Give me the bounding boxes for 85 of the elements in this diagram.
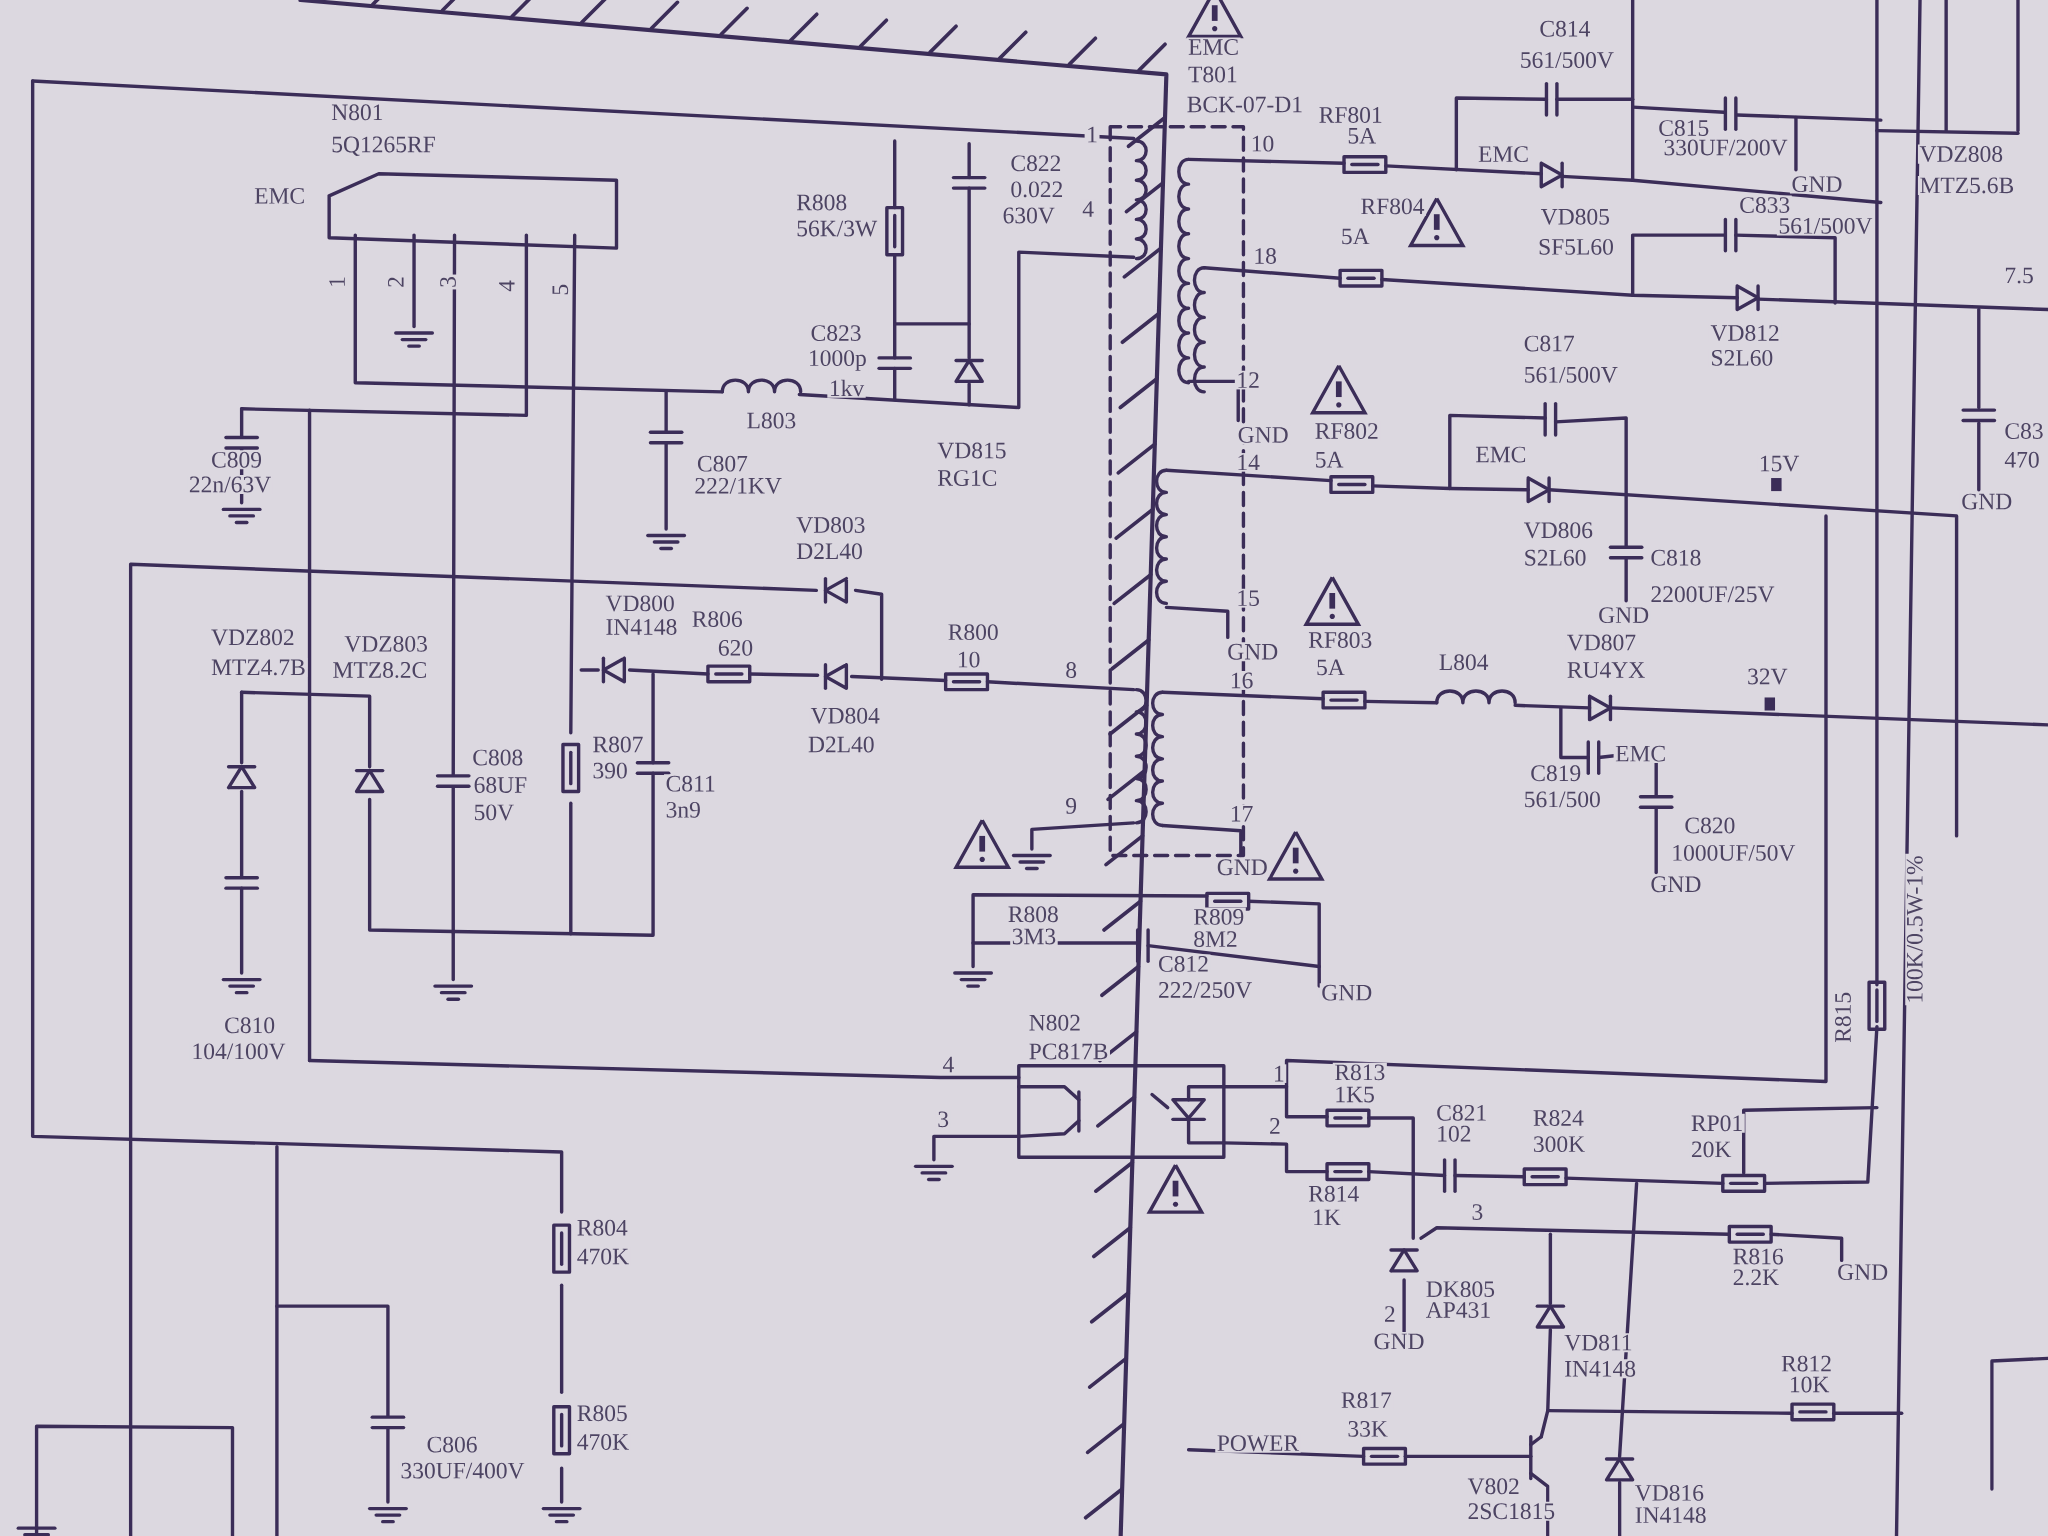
component-label: EMC — [1613, 744, 1668, 764]
component-label: 68UF — [472, 775, 529, 795]
net-label: 15V — [1757, 454, 1801, 474]
component-label: 1K5 — [1332, 1085, 1377, 1104]
component-label: S2L60 — [1522, 548, 1588, 568]
component-label: 100K/0.5W-1% — [1905, 853, 1925, 1006]
component-label: VD815 — [935, 441, 1009, 461]
component-label: VD811 — [1562, 1333, 1635, 1353]
component-label: DK805 — [1424, 1279, 1497, 1299]
pin-number: 10 — [1249, 134, 1276, 154]
component-label: 33K — [1345, 1419, 1390, 1439]
component-label: C807 — [695, 454, 750, 474]
component-label: 102 — [1434, 1124, 1474, 1144]
component-label: 222/250V — [1156, 980, 1254, 1000]
pin-number: 17 — [1228, 804, 1255, 824]
component-label: C818 — [1648, 548, 1703, 568]
component-label: N802 — [1027, 1013, 1083, 1033]
pin-number: 16 — [1228, 671, 1255, 690]
component-label: C812 — [1156, 954, 1211, 974]
component-label: 1kv — [827, 378, 866, 398]
component-label: R815 — [1833, 990, 1853, 1045]
net-label: GND — [1319, 983, 1374, 1003]
component-label: C806 — [425, 1435, 480, 1455]
component-label: C821 — [1434, 1103, 1489, 1123]
pin-number: 18 — [1251, 246, 1279, 266]
component-label: R812 — [1779, 1354, 1834, 1374]
component-label: C815 — [1656, 118, 1711, 138]
component-label: 330UF/400V — [398, 1461, 527, 1481]
component-label: VD804 — [809, 706, 882, 726]
component-label: R804 — [575, 1218, 630, 1238]
component-label: 561/500 — [1522, 789, 1603, 809]
component-label: 10 — [955, 650, 982, 670]
component-label: L803 — [745, 411, 798, 431]
component-label: IN4148 — [1562, 1359, 1638, 1379]
component-label: EMC — [1473, 445, 1528, 464]
component-label: 5Q1265RF — [329, 135, 438, 158]
component-label: C809 — [209, 450, 264, 470]
component-label: VDZ803 — [342, 634, 430, 654]
component-label: RF801 — [1317, 105, 1385, 125]
net-label: 32V — [1745, 667, 1790, 687]
component-label: IN4148 — [603, 617, 679, 637]
component-label: VD812 — [1708, 323, 1782, 343]
component-label: 470 — [2002, 450, 2042, 470]
component-label: R809 — [1191, 907, 1246, 927]
net-label: GND — [1225, 642, 1280, 662]
component-label: 470K — [575, 1432, 631, 1452]
component-label: 390 — [590, 761, 630, 781]
component-label: 561/500V — [1776, 216, 1875, 236]
component-label: AP431 — [1424, 1300, 1493, 1320]
component-label: 22n/63V — [187, 475, 273, 495]
component-label: 222/1KV — [692, 476, 784, 496]
component-label: C814 — [1537, 19, 1592, 39]
component-label: 5A — [1313, 450, 1346, 470]
component-label: S2L60 — [1708, 348, 1775, 368]
component-label: 330UF/200V — [1661, 138, 1790, 158]
component-label: C808 — [470, 748, 525, 768]
component-label: VD816 — [1633, 1483, 1706, 1503]
component-label: 56K/3W — [794, 219, 879, 239]
component-label: 3n9 — [664, 800, 703, 820]
net-label: GND — [1959, 492, 2014, 511]
net-label: 7.5 — [2002, 266, 2036, 285]
component-label: MTZ8.2C — [331, 660, 429, 680]
component-label: 620 — [716, 638, 755, 658]
net-label: GND — [1236, 425, 1291, 445]
pin-number: 1 — [1271, 1064, 1287, 1083]
component-label: 561/500V — [1522, 365, 1620, 385]
component-label: 1000UF/50V — [1669, 843, 1797, 863]
component-label: VD805 — [1539, 207, 1612, 227]
component-label: R814 — [1306, 1184, 1361, 1204]
pin-number: 4 — [497, 278, 517, 294]
pin-number: 14 — [1234, 453, 1262, 472]
component-label: SF5L60 — [1536, 237, 1616, 257]
component-label: 1000p — [806, 348, 869, 373]
component-label: 2SC1815 — [1466, 1501, 1557, 1521]
component-label: EMC — [252, 186, 307, 206]
component-label: 5A — [1345, 126, 1378, 146]
component-label: VD807 — [1565, 633, 1638, 653]
component-label: RF803 — [1306, 630, 1374, 650]
component-label: 3M3 — [1010, 927, 1058, 946]
component-label: PC817B — [1027, 1041, 1110, 1061]
component-label: VD803 — [794, 515, 867, 535]
component-label: VD806 — [1522, 520, 1595, 540]
component-label: C817 — [1522, 334, 1577, 353]
component-label: 10K — [1787, 1375, 1831, 1394]
component-label: C811 — [664, 774, 718, 794]
